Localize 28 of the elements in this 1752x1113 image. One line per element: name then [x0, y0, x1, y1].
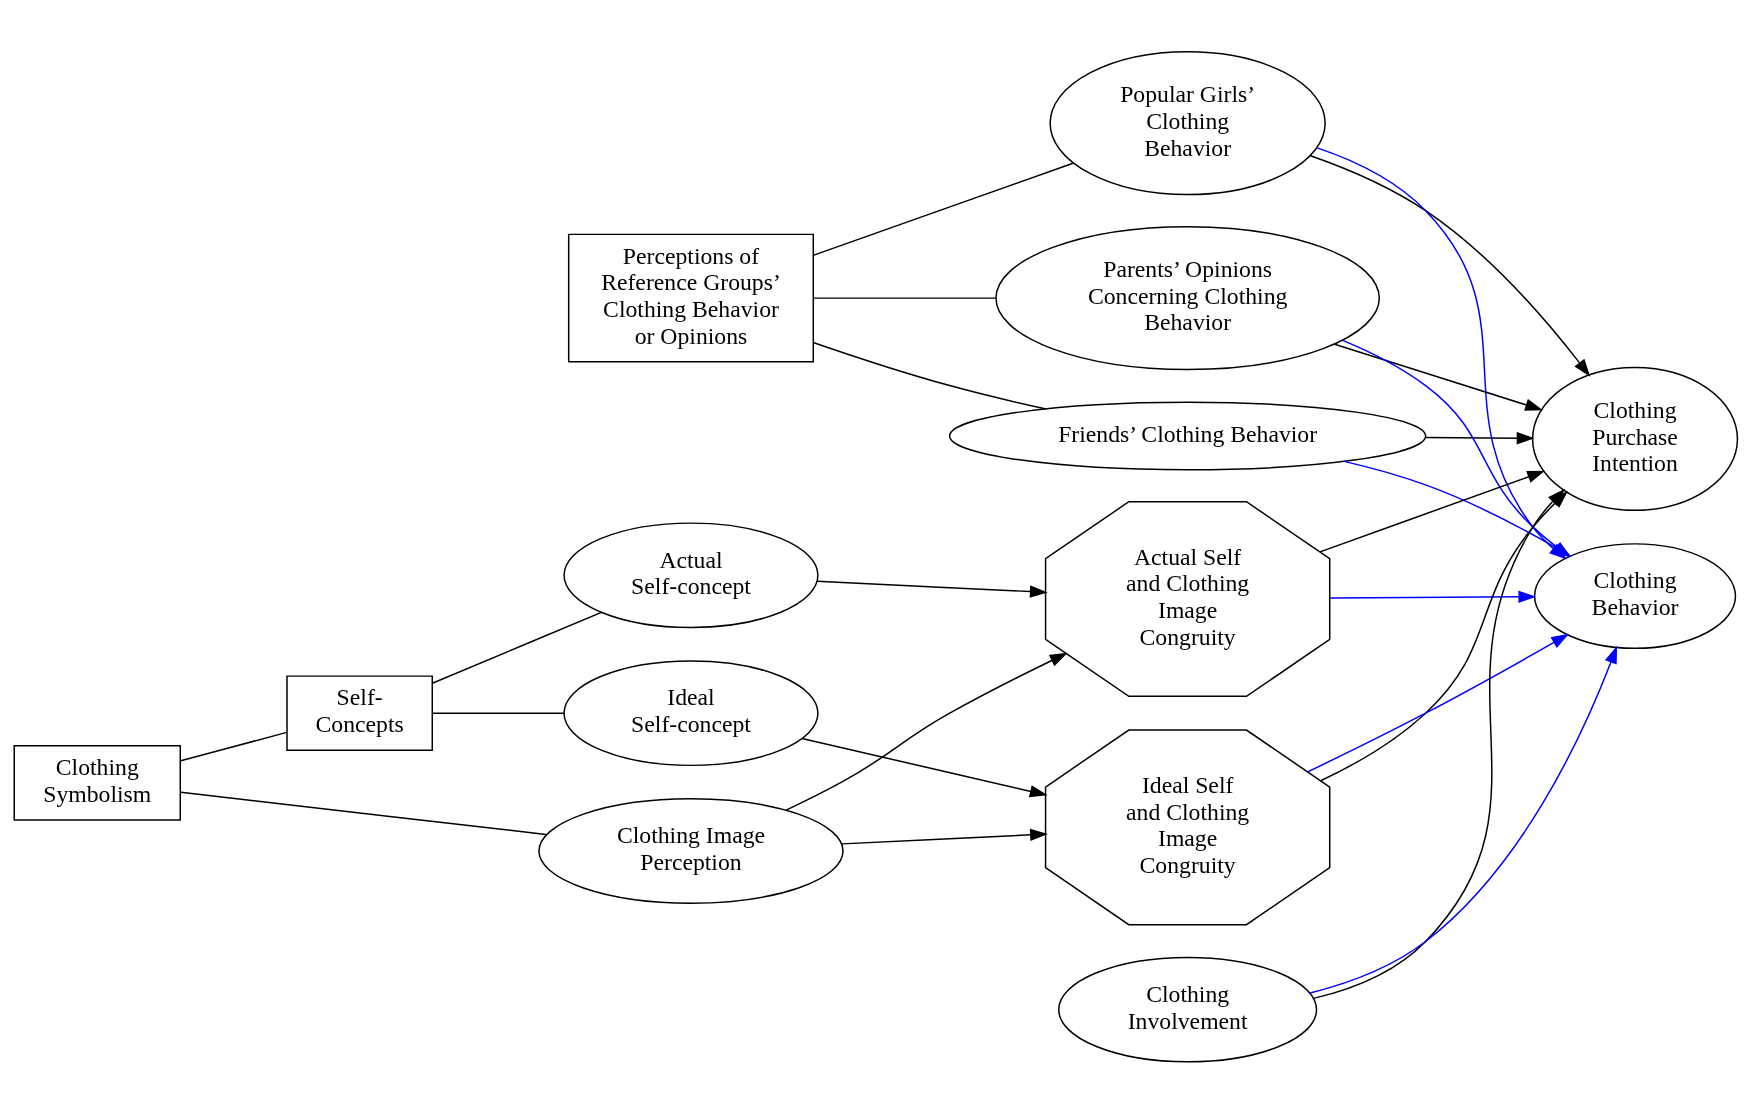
node-ellipse: Parents’ Opinions Concerning Clothing Behavior — [995, 225, 1381, 370]
node-box: Perceptions of Reference Groups’ Clothing Behavior or Opinions — [567, 233, 814, 363]
connector — [180, 731, 288, 762]
node-ellipse: Clothing Image Perception — [538, 797, 844, 904]
node-ellipse: Ideal Self-concept — [563, 659, 819, 766]
node-box: Clothing Symbolism — [13, 744, 181, 821]
connector — [180, 791, 547, 835]
node-ellipse: Friends’ Clothing Behavior — [948, 401, 1427, 470]
connector — [813, 161, 1075, 256]
connector — [813, 341, 1047, 410]
node-ellipse: Clothing Involvement — [1058, 956, 1318, 1063]
arrow — [1424, 431, 1535, 444]
connector — [431, 611, 602, 684]
arrow — [1307, 633, 1570, 773]
arrow — [1329, 590, 1537, 603]
arrow — [841, 828, 1048, 845]
connector — [431, 711, 565, 714]
arrow — [816, 580, 1048, 598]
arrow — [1309, 154, 1591, 377]
connector — [813, 296, 997, 299]
arrow — [1309, 645, 1618, 994]
arrow — [1319, 470, 1546, 553]
node-ellipse: Actual Self-concept — [563, 521, 819, 628]
node-ellipse: Popular Girls’ Clothing Behavior — [1049, 50, 1326, 195]
node-box: Self- Concepts — [286, 674, 433, 751]
arrow — [1333, 343, 1543, 411]
arrow — [801, 737, 1048, 797]
arrow — [785, 652, 1068, 811]
